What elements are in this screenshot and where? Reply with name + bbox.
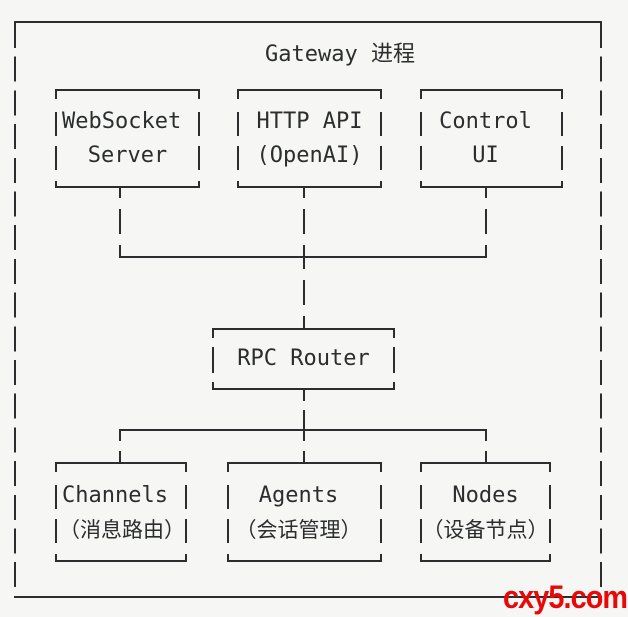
connector-nodes-stub — [485, 431, 487, 462]
connector-to-rpc-router — [303, 258, 305, 328]
box-agents: Agents （会话管理） — [227, 462, 382, 562]
box-label: （消息路由） — [59, 518, 185, 542]
box-nodes: Nodes （设备节点） — [420, 462, 551, 562]
box-label: UI — [472, 143, 499, 168]
box-label: Server — [87, 143, 168, 168]
box-label: Channels — [62, 483, 168, 508]
box-label: RPC Router — [237, 346, 370, 371]
box-label: （设备节点） — [422, 518, 549, 542]
connector-websocket-down — [119, 187, 121, 256]
box-label: Control — [439, 109, 532, 134]
box-label: WebSocket — [62, 109, 182, 134]
box-rpc-router: RPC Router — [212, 328, 395, 390]
connector-channels-stub — [119, 431, 121, 462]
connector-merge-line — [119, 256, 487, 258]
box-label: （会话管理） — [235, 518, 362, 542]
gateway-title: Gateway 进程 — [265, 42, 415, 67]
box-label: (OpenAI) — [256, 143, 363, 168]
connector-agents-stub — [303, 431, 305, 462]
box-http-api: HTTP API (OpenAI) — [237, 89, 382, 188]
watermark-cxy5: cxy5.com — [503, 579, 628, 615]
connector-controlui-down — [485, 187, 487, 256]
connector-httpapi-down — [303, 187, 305, 256]
box-label: Agents — [258, 483, 339, 508]
box-control-ui: Control UI — [420, 89, 563, 188]
connector-fork-line — [119, 429, 487, 431]
gateway-process-frame — [14, 21, 602, 598]
box-channels: Channels （消息路由） — [55, 462, 187, 562]
box-label: Nodes — [452, 483, 519, 508]
box-websocket-server: WebSocket Server — [55, 89, 200, 188]
box-label: HTTP API — [256, 109, 363, 134]
connector-rpc-down — [303, 390, 305, 429]
